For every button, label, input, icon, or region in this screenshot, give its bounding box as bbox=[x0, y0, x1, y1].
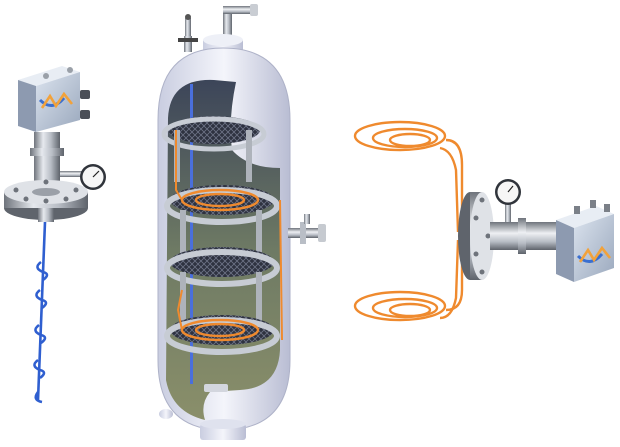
top-valve bbox=[178, 14, 198, 52]
right-junction-box bbox=[556, 200, 614, 282]
tray-4 bbox=[164, 289, 280, 355]
left-junction-box bbox=[18, 66, 90, 132]
pressure-gauge-icon-right bbox=[495, 179, 521, 222]
left-probe-stem bbox=[34, 132, 60, 184]
tray-2 bbox=[164, 130, 280, 260]
left-probe bbox=[4, 66, 106, 404]
upper-coil bbox=[353, 120, 464, 233]
tray-3 bbox=[164, 247, 280, 324]
top-outlet-pipe bbox=[223, 4, 258, 48]
left-probe-wire bbox=[33, 221, 49, 404]
right-probe bbox=[353, 120, 614, 322]
inner-probe-rod bbox=[190, 84, 193, 384]
lower-coil bbox=[353, 239, 464, 322]
coil-feed-line bbox=[279, 199, 283, 341]
separator-vessel bbox=[157, 4, 326, 440]
side-nozzle bbox=[288, 214, 326, 244]
bottom-drain bbox=[204, 384, 228, 392]
vm-logo-left bbox=[38, 91, 74, 109]
left-flange bbox=[4, 179, 88, 220]
right-flange bbox=[458, 192, 494, 280]
pressure-gauge-icon bbox=[60, 164, 106, 190]
vm-logo-right bbox=[576, 245, 612, 263]
